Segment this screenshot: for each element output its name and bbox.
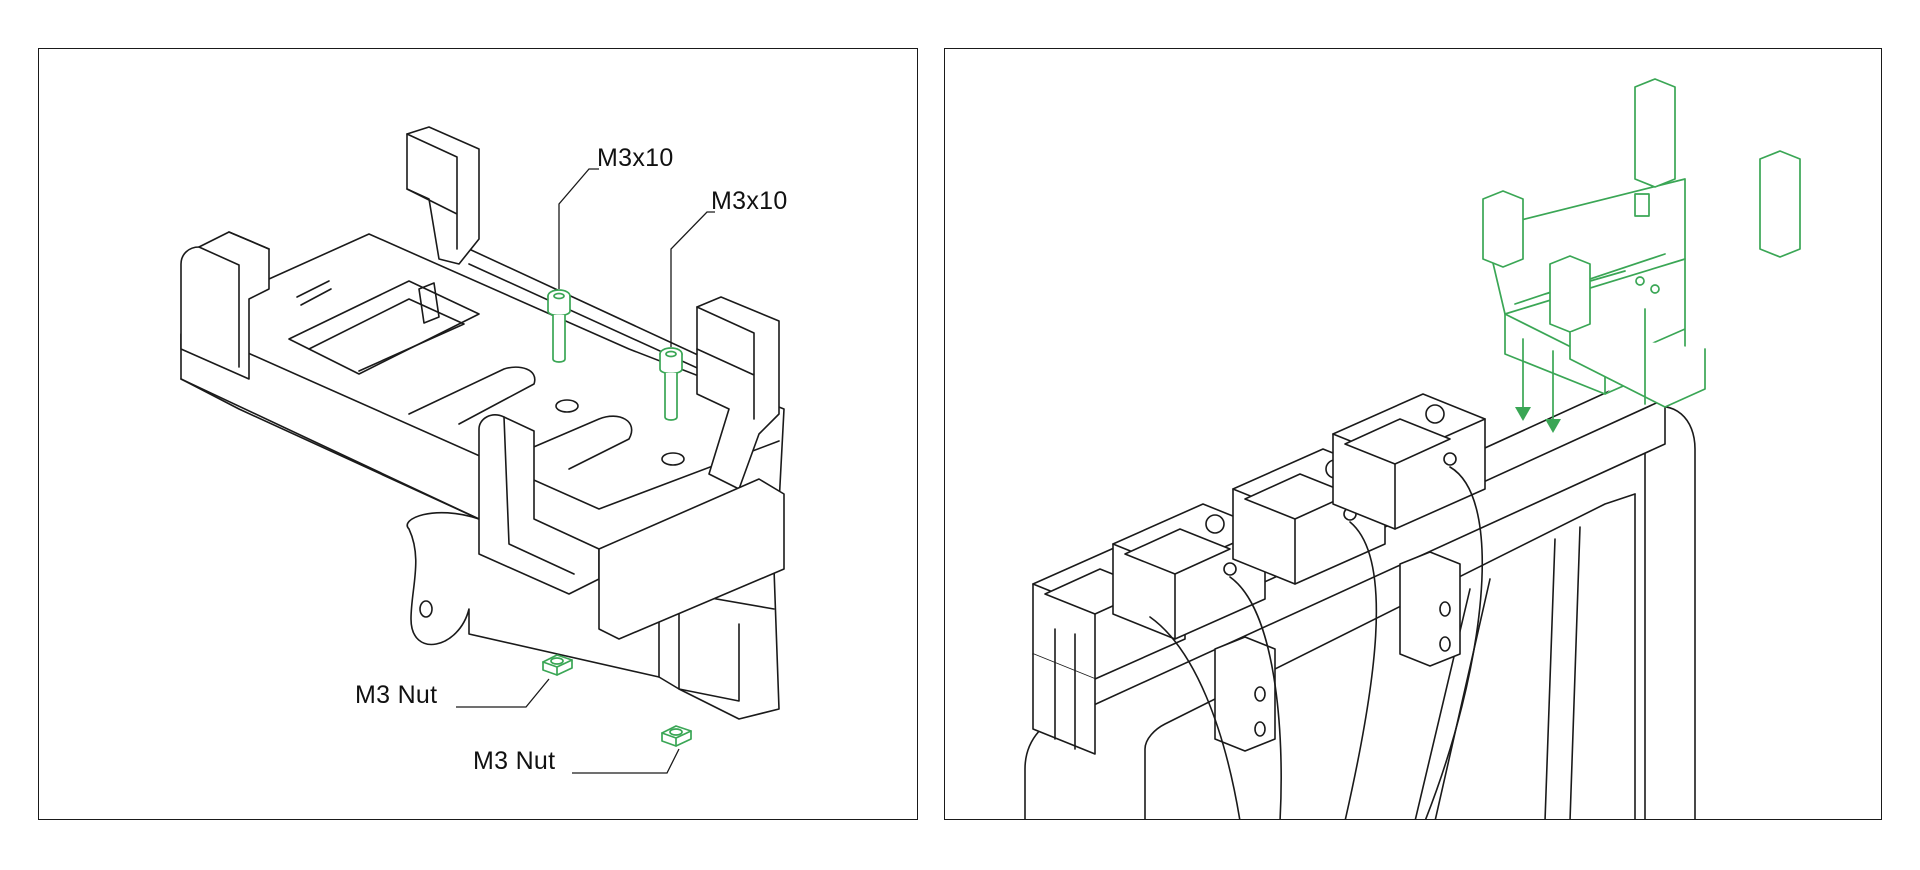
- callout-screw-2: M3x10: [711, 187, 788, 215]
- screw-m3x10-1: [547, 289, 571, 363]
- rail-assembly-drawing: [1024, 78, 1801, 819]
- step-panel-right: [944, 48, 1882, 820]
- nut-m3-1: [542, 654, 573, 676]
- rail-clamp-2: [1399, 551, 1461, 667]
- bracket-clip-back: [406, 126, 480, 265]
- screw-m3x10-2: [659, 347, 683, 421]
- step-panel-left: M3x10 M3x10 M3 Nut M3 Nut: [38, 48, 918, 820]
- module-cables: [1149, 466, 1484, 819]
- tool-module-4: [1332, 393, 1486, 530]
- callout-nut-1: M3 Nut: [355, 681, 438, 709]
- rail-clamp-1: [1214, 636, 1276, 752]
- callout-leaders: [456, 168, 715, 774]
- callout-screw-1: M3x10: [597, 144, 674, 172]
- bracket-clip-left: [180, 231, 270, 380]
- callout-nut-2: M3 Nut: [473, 747, 556, 775]
- printer-frame: [1024, 405, 1696, 819]
- bracket-clip-right: [696, 296, 780, 490]
- arrow-head-2: [1545, 419, 1561, 433]
- tool-module-2: [1112, 503, 1266, 640]
- nut-m3-2: [661, 725, 692, 747]
- down-arrow-icon: [1515, 338, 1561, 433]
- bracket-install: [1482, 78, 1801, 408]
- arrow-head-1: [1515, 407, 1531, 421]
- bracket-clip-front: [478, 414, 785, 640]
- bracket-exploded-drawing: [180, 126, 785, 774]
